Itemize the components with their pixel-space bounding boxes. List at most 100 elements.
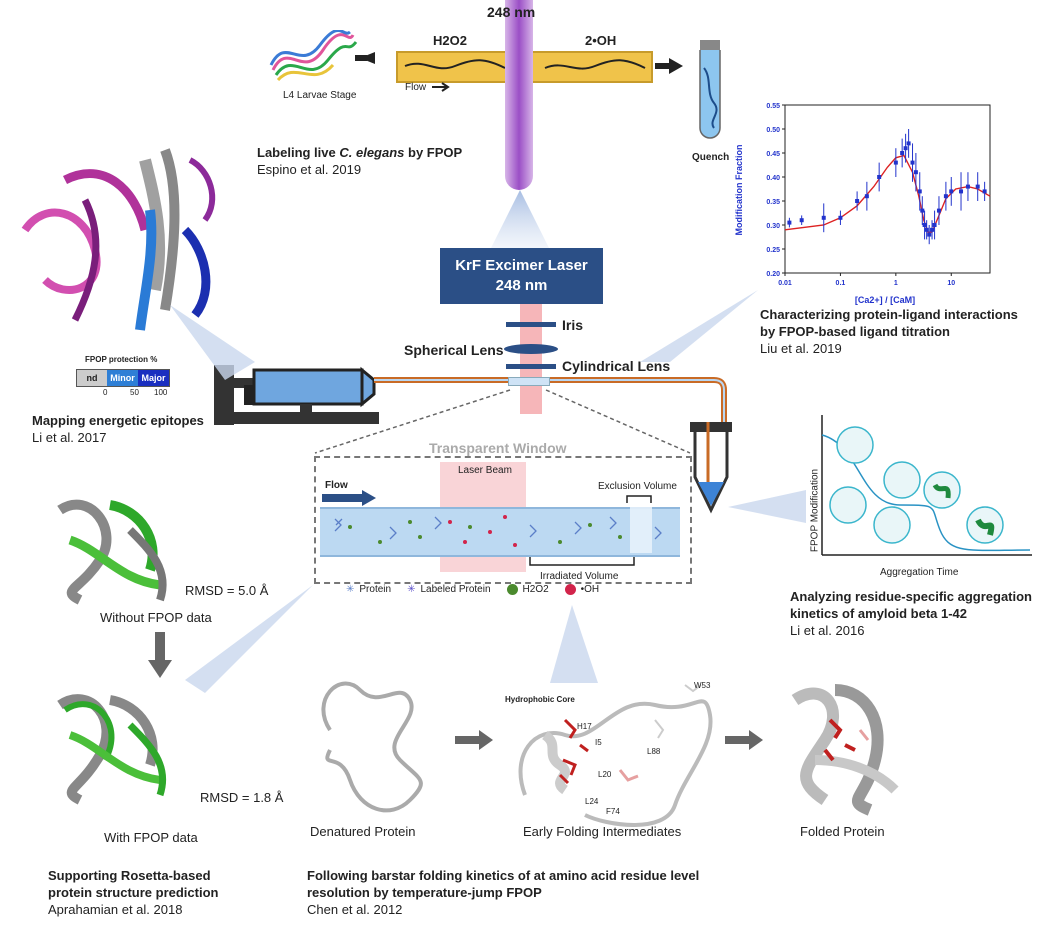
quench-tube — [699, 40, 721, 139]
capillary-contents — [334, 507, 662, 553]
folding-caption: Following barstar folding kinetics of at… — [307, 867, 699, 918]
chart-point — [787, 220, 792, 225]
structure-without-fpop — [57, 499, 167, 605]
laser-beam-lower — [520, 304, 542, 414]
scale-minor: Minor — [107, 370, 138, 386]
exclusion-bracket — [626, 495, 652, 503]
capillary-line — [374, 377, 727, 442]
scale-tick-50: 50 — [130, 388, 139, 397]
chart-point — [893, 160, 898, 165]
scale-major: Major — [138, 370, 169, 386]
label-without-fpop: Without FPOP data — [100, 610, 212, 625]
chart-xlabel: [Ca2+] / [CaM] — [855, 295, 915, 305]
residue-h17: H17 — [577, 722, 592, 731]
chart-point — [927, 232, 932, 237]
legend-protein: ✳Protein — [346, 584, 392, 595]
laser-beam-top — [505, 0, 533, 190]
rmsd-without: RMSD = 5.0 Å — [185, 583, 269, 598]
chart-ytick-label: 0.50 — [766, 127, 780, 134]
cylindrical-lens — [506, 364, 556, 369]
collection-tube — [690, 422, 732, 514]
chart-xtick-label: 0.01 — [778, 280, 792, 287]
residue-l88: L88 — [647, 747, 661, 756]
irradiated-label: Irradiated Volume — [540, 571, 619, 582]
chart-point — [838, 215, 843, 220]
fold-arrow-2 — [725, 730, 763, 750]
intermediate-protein — [518, 684, 713, 827]
window-title: Transparent Window — [425, 440, 571, 456]
chart-ytick-label: 0.30 — [766, 223, 780, 230]
elegans-caption-post: by FPOP — [404, 145, 463, 160]
chart-point — [913, 170, 918, 175]
wavelength-label: 248 nm — [487, 4, 536, 20]
h2o2-label: H2O2 — [433, 33, 467, 48]
chart-point — [903, 146, 908, 151]
chart-xtick-label: 0.1 — [836, 280, 846, 287]
protection-title: FPOP protection % — [85, 355, 158, 364]
transparent-window-inset — [314, 456, 692, 584]
rosetta-caption: Supporting Rosetta-based protein structu… — [48, 867, 218, 918]
residue-l20: L20 — [598, 770, 612, 779]
labeled-protein-icon: ✳ — [407, 584, 416, 595]
chart-ytick-label: 0.20 — [766, 271, 780, 278]
window-flow-arrow — [322, 490, 376, 506]
chart-fit-curve — [784, 154, 991, 233]
rmsd-with: RMSD = 1.8 Å — [200, 790, 284, 805]
h2o2-dot-icon — [506, 584, 518, 595]
chart-ytick-label: 0.25 — [766, 247, 780, 254]
titration-spotlight — [640, 290, 758, 362]
titration-caption-2: by FPOP-based ligand titration — [760, 324, 950, 339]
aggregation-plot — [821, 415, 1032, 556]
epitope-protein-structure — [21, 148, 216, 331]
window-zoom-lines — [314, 389, 691, 454]
top-flow-label: Flow — [405, 82, 427, 93]
residue-i5: I5 — [595, 738, 602, 747]
chart-point — [932, 223, 937, 227]
chart-ytick-label: 0.45 — [766, 151, 780, 158]
protein-icon: ✳ — [346, 584, 355, 595]
irradiated-bracket — [529, 557, 635, 566]
titration-caption-ref: Liu et al. 2019 — [760, 341, 842, 356]
chart-point — [943, 194, 948, 199]
epitope-caption-title: Mapping energetic epitopes — [32, 413, 204, 428]
epitope-caption: Mapping energetic epitopes Li et al. 201… — [32, 412, 204, 446]
residue-f74: F74 — [606, 807, 620, 816]
chart-point — [924, 227, 929, 232]
fold-arrow-1 — [455, 730, 493, 750]
chart-point — [959, 189, 964, 194]
folding-caption-ref: Chen et al. 2012 — [307, 902, 403, 917]
laser-title: KrF Excimer Laser — [455, 257, 588, 274]
laser-wavelength: 248 nm — [495, 277, 548, 294]
window-spotlight-bottom — [550, 605, 598, 683]
iris-label: Iris — [562, 317, 584, 333]
chart-point — [930, 227, 935, 232]
quench-label: Quench — [692, 152, 730, 163]
elegans-caption: Labeling live C. elegans by FPOP Espino … — [257, 144, 462, 178]
chart-point — [900, 151, 905, 155]
syringe-pump — [214, 365, 379, 425]
chart-ytick-label: 0.40 — [766, 175, 780, 182]
residue-w53: W53 — [694, 681, 711, 690]
laser-beam-label: Laser Beam — [458, 465, 512, 476]
chart-point — [982, 189, 987, 194]
chart-point — [864, 194, 869, 199]
chart-fit-line — [784, 154, 991, 233]
iris — [506, 322, 556, 327]
scale-tick-100: 100 — [154, 388, 168, 397]
label-with-fpop: With FPOP data — [104, 830, 198, 845]
chart-point — [906, 141, 911, 146]
elegans-larvae-graphic — [269, 30, 358, 82]
aggregation-caption-ref: Li et al. 2016 — [790, 623, 865, 638]
transparent-window-small — [508, 377, 550, 386]
denatured-protein — [321, 681, 423, 813]
scale-tick-0: 0 — [103, 388, 108, 397]
spherical-lens-label: Spherical Lens — [404, 342, 504, 358]
intermediate-label: Early Folding Intermediates — [523, 824, 682, 839]
chart-ylabel: Modification Fraction — [734, 145, 744, 236]
rosetta-caption-ref: Aprahamian et al. 2018 — [48, 902, 183, 917]
folded-protein — [791, 684, 899, 816]
rosetta-caption-2: protein structure prediction — [48, 885, 219, 900]
window-legend: ✳Protein ✳Labeled Protein H2O2 •OH — [346, 584, 615, 595]
